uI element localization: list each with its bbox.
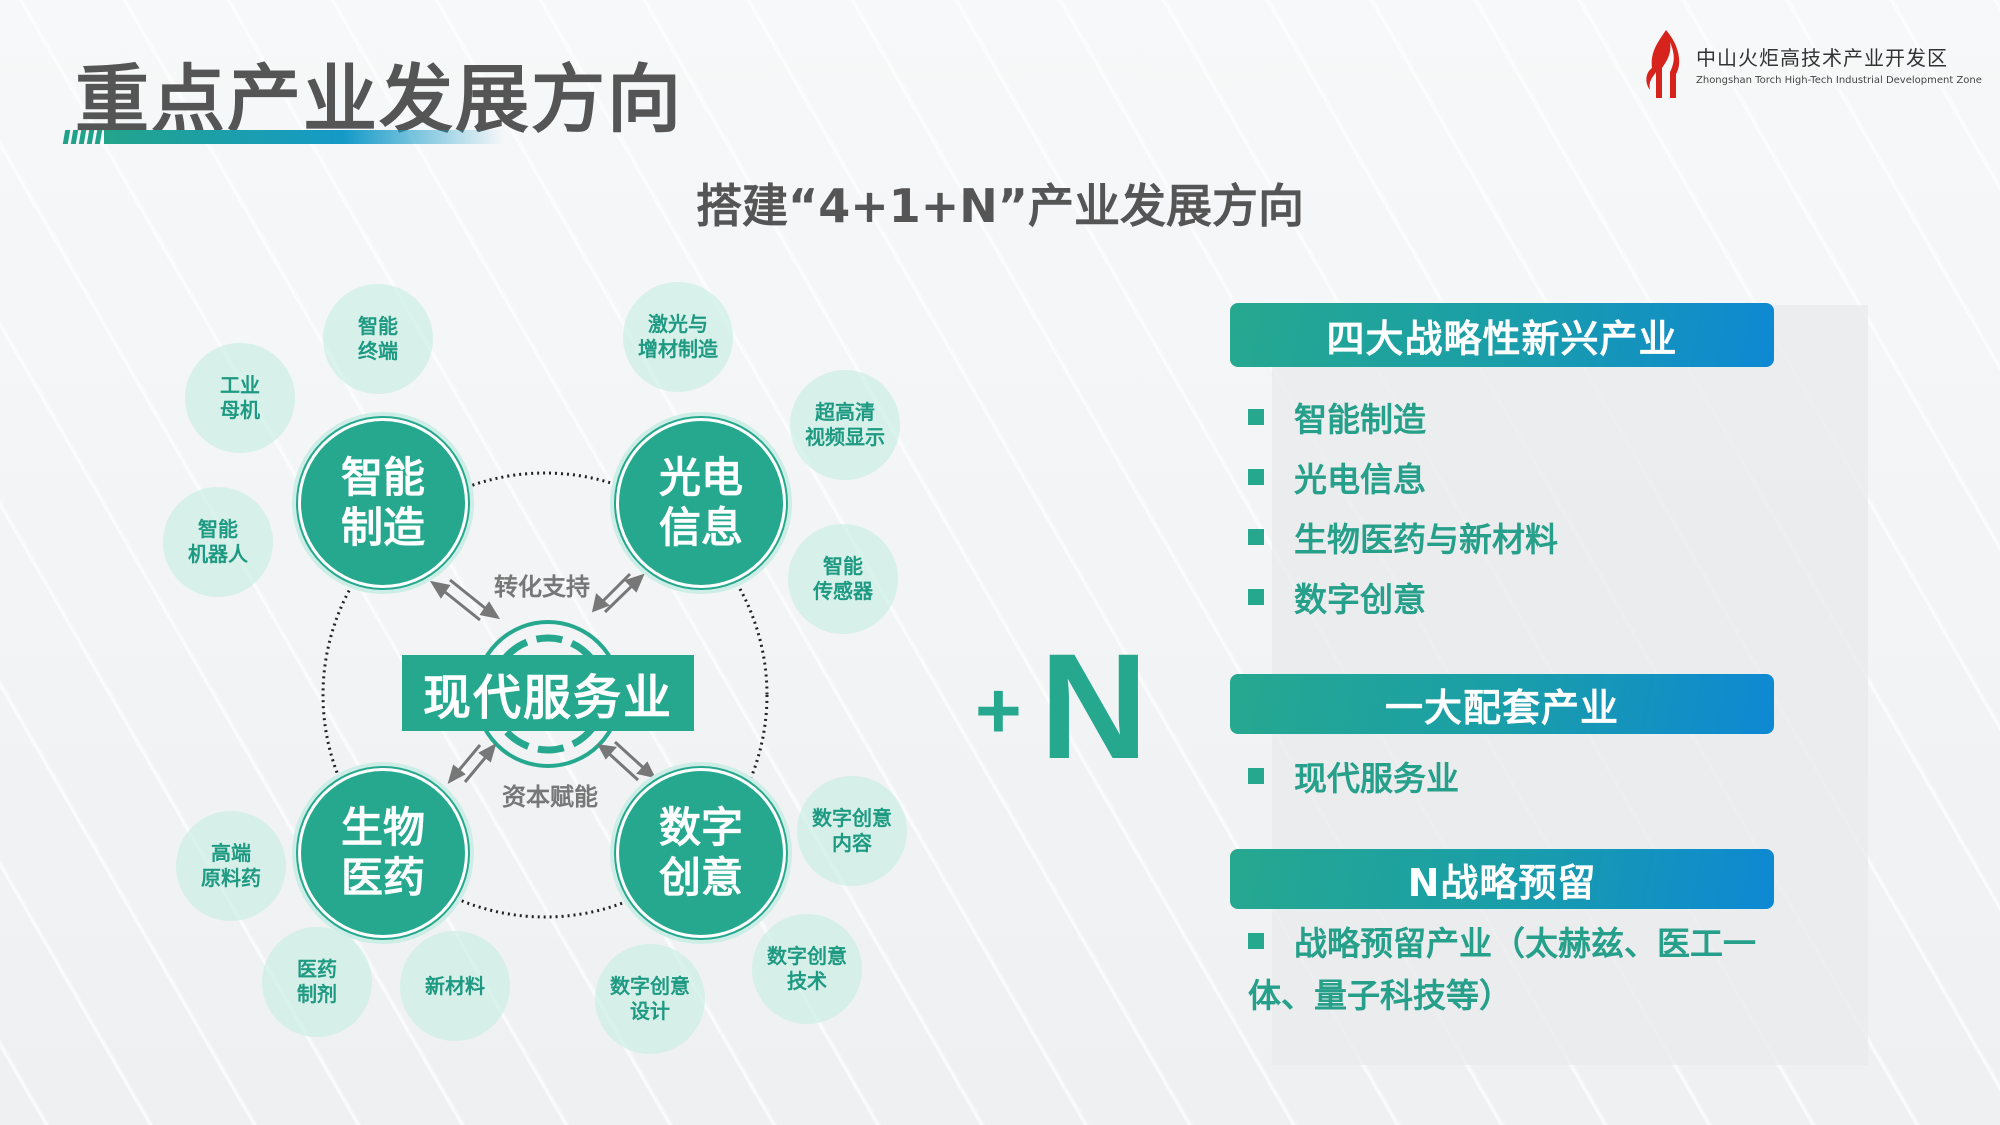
list-item: 智能制造 (1248, 393, 1426, 441)
page-title: 重点产业发展方向 (75, 57, 683, 143)
sub-industry-pharma-prep: 医药 制剂 (262, 927, 372, 1037)
sub-industry-new-material: 新材料 (400, 931, 510, 1041)
flow-label-conversion-support: 转化支持 (494, 573, 590, 601)
sub-industry-industrial-machine: 工业 母机 (185, 343, 295, 453)
major-industry-digital-creative: 数字创意 (619, 771, 783, 935)
subtitle: 搭建“4+1+N”产业发展方向 (695, 179, 1305, 233)
torch-flame-icon (1646, 30, 1680, 98)
sub-industry-uhd-display: 超高清 视频显示 (790, 370, 900, 480)
industry-diagram: 智能 终端 工业 母机 智能 机器人 激光与 增材制造 超高清 视频显示 智能 … (163, 282, 907, 1054)
sub-industry-smart-terminal: 智能 终端 (323, 284, 433, 394)
list-item: 现代服务业 (1248, 752, 1459, 800)
arrows (429, 572, 656, 785)
list-item: 数字创意 (1248, 573, 1426, 621)
sub-industry-digital-tech: 数字创意 技术 (752, 914, 862, 1024)
sub-industry-api: 高端 原料药 (176, 811, 286, 921)
bullet-square-icon (1248, 409, 1264, 425)
title-underline (62, 130, 504, 144)
list-item: 光电信息 (1248, 453, 1426, 501)
bullet-square-icon (1248, 933, 1264, 949)
section-header-supporting: 一大配套产业 (1230, 674, 1774, 734)
plus-n-mark: +N (975, 620, 1148, 793)
plus-sign: + (975, 666, 1022, 755)
bullet-square-icon (1248, 529, 1264, 545)
sub-industry-smart-sensor: 智能 传感器 (788, 524, 898, 634)
major-industry-smart-manufacturing: 智能制造 (301, 421, 465, 585)
sub-industry-digital-content: 数字创意 内容 (797, 776, 907, 886)
sub-industry-digital-design: 数字创意 设计 (595, 944, 705, 1054)
section-header-n-reserve: N战略预留 (1230, 849, 1774, 909)
bullet-square-icon (1248, 469, 1264, 485)
major-industry-biomedicine: 生物医药 (301, 771, 465, 935)
sub-industry-smart-robot: 智能 机器人 (163, 487, 273, 597)
logo: 中山火炬高技术产业开发区 Zhongshan Torch High-Tech I… (1640, 28, 1982, 100)
flow-label-capital-empowerment: 资本赋能 (502, 783, 598, 811)
list-item: 生物医药与新材料 (1248, 513, 1558, 561)
list-item: 战略预留产业（太赫兹、医工一体、量子科技等） (1248, 924, 1756, 1015)
major-industry-optoelectronic: 光电信息 (619, 421, 783, 585)
logo-name-cn: 中山火炬高技术产业开发区 (1696, 46, 1948, 70)
bullet-square-icon (1248, 768, 1264, 784)
section-header-strategic-emerging: 四大战略性新兴产业 (1230, 303, 1774, 367)
sub-industry-laser-additive: 激光与 增材制造 (623, 282, 733, 392)
logo-name-en: Zhongshan Torch High-Tech Industrial Dev… (1696, 75, 1982, 86)
bullet-square-icon (1248, 589, 1264, 605)
n-letter: N (1039, 622, 1149, 790)
hub-modern-services: 现代服务业 (402, 655, 694, 731)
